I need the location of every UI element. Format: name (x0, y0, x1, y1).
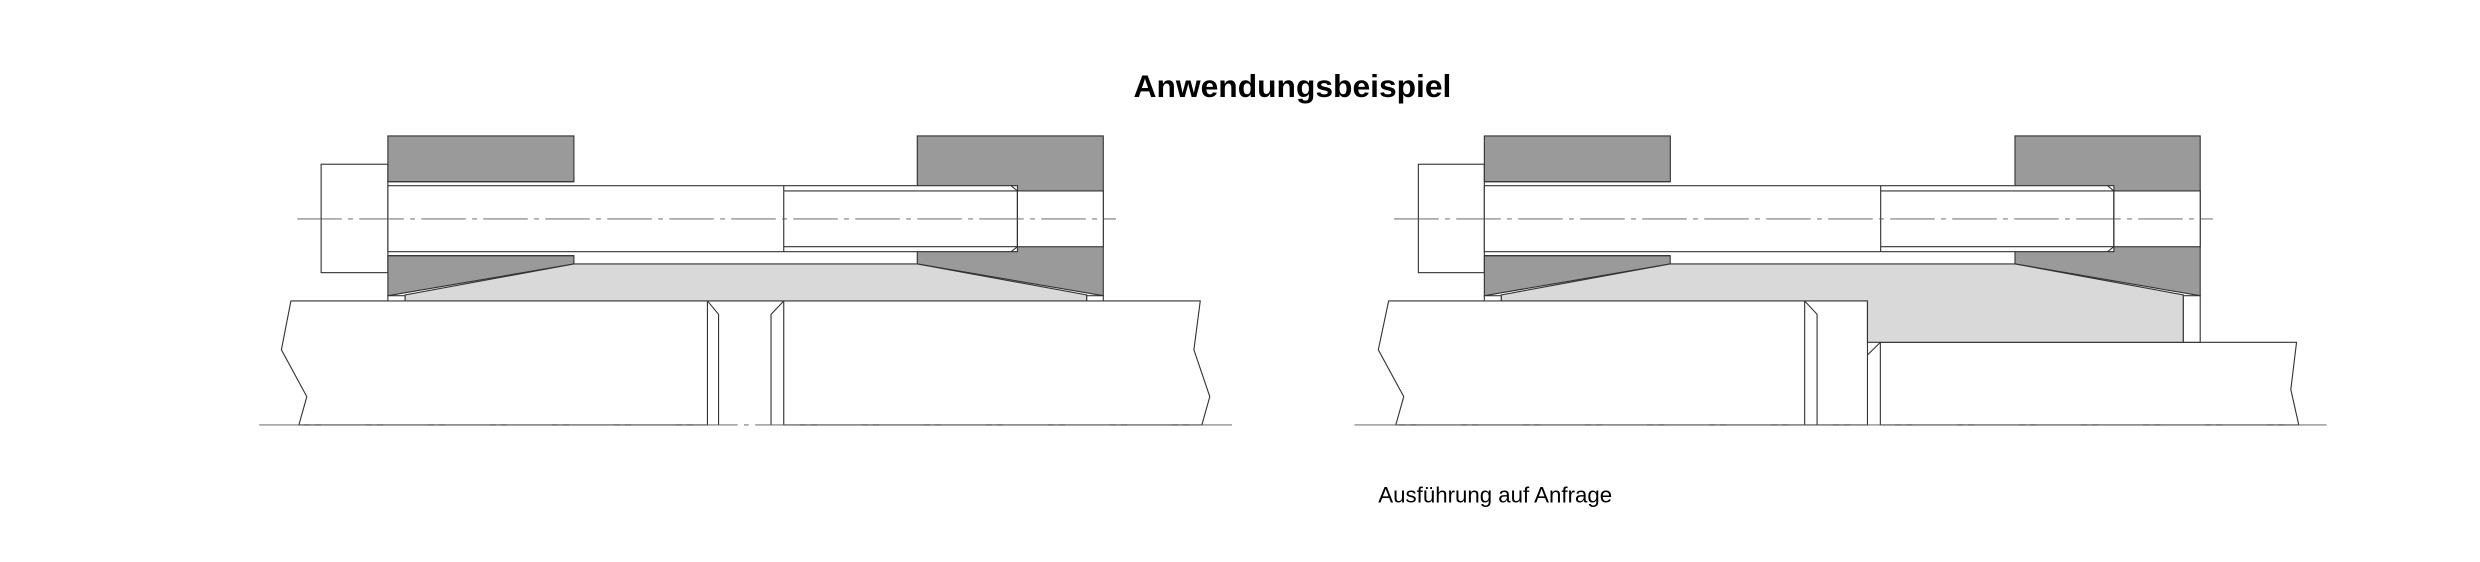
left-assembly (259, 135, 1233, 426)
gap-right (2182, 295, 2201, 343)
right-shaft (783, 300, 1211, 426)
drawing-title: Anwendungsbeispiel (1134, 68, 1452, 104)
shaft-gap-chamfer-right (770, 300, 785, 425)
gap-left (387, 295, 406, 302)
clamp-ring-left-upper (1483, 135, 1671, 183)
left-shaft (1377, 300, 1869, 426)
shaft-gap-chamfer-left (707, 300, 720, 425)
gap-right (1086, 295, 1104, 302)
right-shaft-chamfer (1867, 341, 1881, 356)
left-shaft (280, 300, 708, 426)
right-assembly: Ausführung auf Anfrage (1354, 135, 2327, 507)
right-shaft (1879, 341, 2300, 426)
clamp-ring-left-upper (387, 135, 575, 183)
shaft-gap-lines (1804, 300, 1818, 425)
gap-left (1483, 295, 1502, 302)
variant-note: Ausführung auf Anfrage (1378, 482, 1612, 507)
